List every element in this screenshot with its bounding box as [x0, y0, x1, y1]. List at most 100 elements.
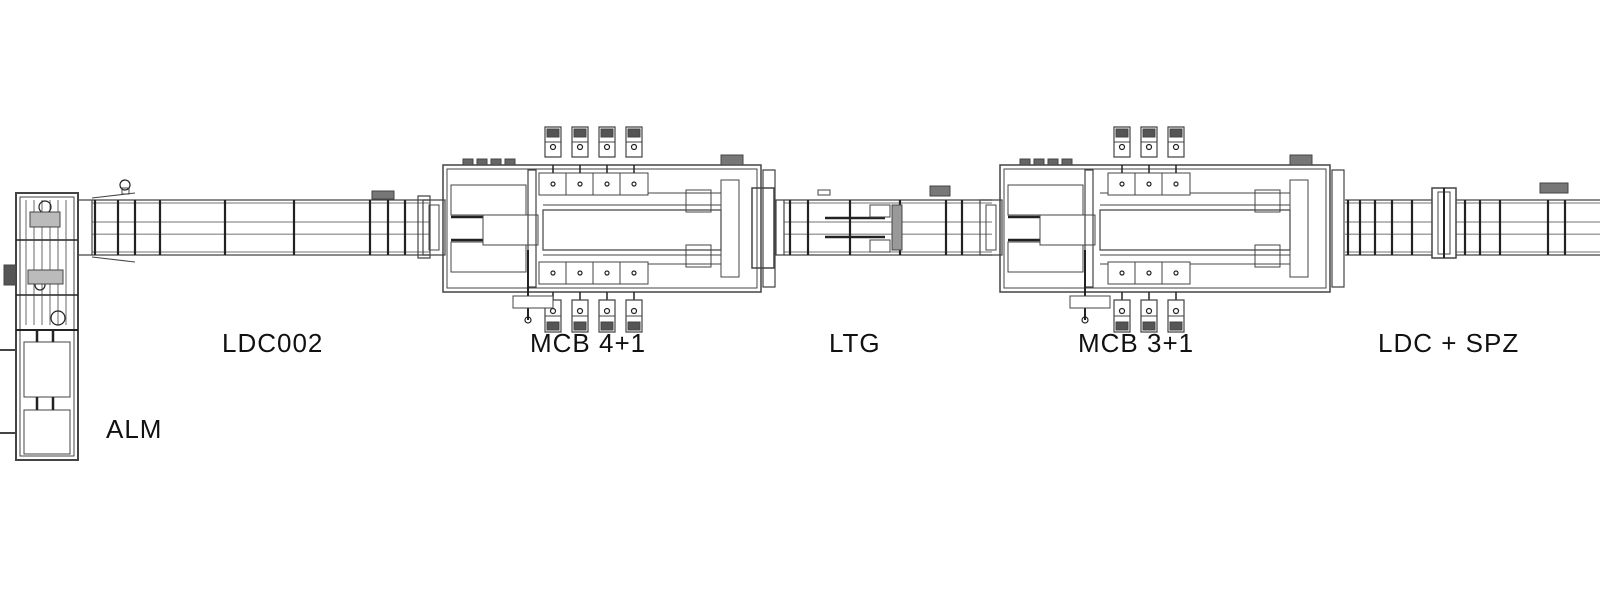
spindle-block — [1162, 262, 1190, 284]
sensor-unit — [930, 186, 950, 196]
tag-plate — [818, 190, 830, 195]
lever-plate — [1070, 296, 1110, 308]
motor-fan — [574, 322, 586, 330]
bin — [24, 410, 70, 454]
lever-pivot — [1082, 317, 1088, 323]
motor-shaft — [1174, 145, 1179, 150]
clamp — [463, 159, 473, 165]
motor-fan — [1170, 129, 1182, 137]
spindle-block — [1135, 173, 1163, 195]
motor-fan — [1143, 129, 1155, 137]
motor-fan — [601, 322, 613, 330]
frame-rect — [986, 205, 996, 250]
frame-rect — [451, 185, 526, 215]
spindle-block — [593, 262, 621, 284]
roller-circle — [1147, 271, 1151, 275]
roller-circle — [551, 271, 555, 275]
spindle-block — [566, 173, 594, 195]
pump-circle — [39, 201, 51, 213]
station-mcb31-drawing — [980, 127, 1344, 332]
frame-rect — [429, 205, 439, 250]
motor-fan — [601, 129, 613, 137]
frame-rect — [721, 180, 739, 277]
spindle-block — [566, 262, 594, 284]
frame-rect — [423, 200, 445, 255]
valve-block — [28, 270, 63, 284]
motor-fan — [1143, 322, 1155, 330]
spindle-block — [593, 173, 621, 195]
clamp — [1020, 159, 1030, 165]
drive-motor — [120, 180, 130, 190]
spindle-block — [1135, 262, 1163, 284]
station-alm-drawing — [0, 193, 78, 460]
station-mcb41-drawing — [423, 127, 775, 332]
roller-circle — [551, 182, 555, 186]
motor-shaft — [632, 145, 637, 150]
spindle-block — [1108, 173, 1136, 195]
spindle-block — [620, 262, 648, 284]
station-label-alm: ALM — [106, 414, 163, 444]
station-ldc002-drawing — [78, 180, 430, 262]
frame-rect — [1255, 245, 1280, 267]
frame-rect — [1004, 169, 1326, 288]
spindle-block — [539, 262, 567, 284]
motor-shaft — [578, 309, 583, 314]
station-label-mcb31: MCB 3+1 — [1078, 328, 1195, 358]
frame-rect — [776, 200, 784, 255]
frame-rect — [1008, 185, 1083, 215]
roller-circle — [1120, 271, 1124, 275]
roller-circle — [1120, 182, 1124, 186]
side-motor — [4, 265, 16, 285]
bin — [24, 342, 70, 397]
roller-circle — [632, 182, 636, 186]
frame-rect — [78, 200, 92, 255]
sensor-unit — [372, 191, 394, 199]
frame-rect — [870, 240, 890, 252]
station-ldcspz-drawing — [1345, 183, 1600, 258]
clamp-block — [892, 205, 902, 250]
station-ltg-drawing — [752, 186, 992, 268]
station-label-ltg: LTG — [829, 328, 881, 358]
frame-rect — [870, 205, 890, 217]
motor-fan — [628, 322, 640, 330]
pump-circle — [51, 311, 65, 325]
roller-circle — [605, 271, 609, 275]
clamp — [505, 159, 515, 165]
motor-fan — [547, 129, 559, 137]
motor-shaft — [605, 309, 610, 314]
motor-fan — [1170, 322, 1182, 330]
spindle-block — [539, 173, 567, 195]
frame-rect — [418, 196, 430, 258]
guide-block — [483, 215, 538, 245]
frame-rect — [528, 170, 536, 287]
frame-rect — [451, 242, 526, 272]
station-label-ldc002: LDC002 — [222, 328, 324, 358]
roller-circle — [632, 271, 636, 275]
motor-shaft — [632, 309, 637, 314]
frame-rect — [1008, 242, 1083, 272]
station-label-mcb41: MCB 4+1 — [530, 328, 647, 358]
roller-circle — [1147, 182, 1151, 186]
frame-rect — [1290, 180, 1308, 277]
motor-shaft — [1120, 145, 1125, 150]
motor-shaft — [1174, 309, 1179, 314]
frame-rect — [1255, 190, 1280, 212]
roller-circle — [1174, 271, 1178, 275]
motor-fan — [547, 322, 559, 330]
frame-line — [92, 257, 135, 262]
frame-rect — [122, 188, 129, 194]
motor-fan — [574, 129, 586, 137]
main-rail — [543, 210, 721, 250]
motor-fan — [1116, 129, 1128, 137]
frame-rect — [686, 245, 711, 267]
frame-rect — [763, 170, 775, 287]
sensor-unit — [1540, 183, 1568, 193]
frame-rect — [1085, 170, 1093, 287]
frame-rect — [752, 188, 774, 268]
motor-shaft — [1147, 309, 1152, 314]
frame-rect — [20, 197, 74, 456]
station-label-ldcspz: LDC + SPZ — [1378, 328, 1520, 358]
motor-fan — [1116, 322, 1128, 330]
clamp — [491, 159, 501, 165]
